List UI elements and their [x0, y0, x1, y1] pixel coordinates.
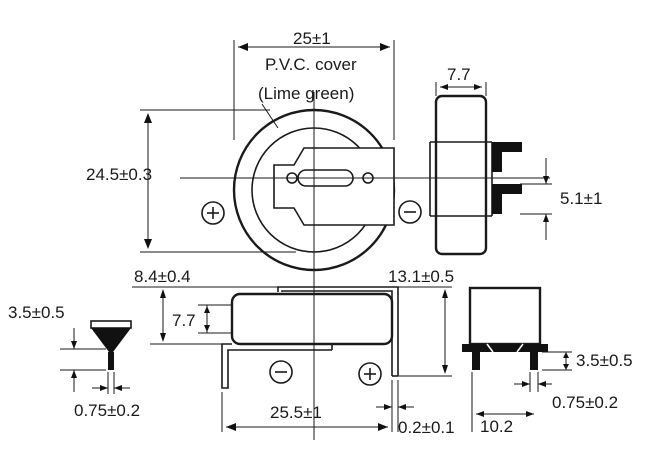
pin-detail: 3.5±0.5 0.75±0.2 [8, 303, 140, 420]
dim-end-pin-height: 3.5±0.5 [576, 351, 633, 370]
dim-end-width: 10.2 [480, 417, 513, 436]
top-view: 25±1 P.V.C. cover (Lime green) 24.5±0.3 [86, 29, 550, 440]
dim-gap: 0.2±0.1 [398, 418, 455, 437]
dim-base-width: 25.5±1 [270, 403, 322, 422]
end-view: 3.5±0.5 0.75±0.2 10.2 [462, 286, 633, 436]
dim-inner-height: 7.7 [172, 311, 196, 330]
dim-offset-top: 8.4±0.4 [134, 267, 191, 286]
dim-side-lead: 5.1±1 [560, 189, 602, 208]
negative-terminal-icon [269, 360, 293, 384]
cover-label: P.V.C. cover [265, 55, 357, 74]
cover-color-label: (Lime green) [258, 84, 354, 103]
dim-pin-width: 0.75±0.2 [74, 401, 140, 420]
dim-height-main: 24.5±0.3 [86, 165, 152, 184]
negative-terminal-icon [398, 200, 422, 224]
front-view: 8.4±0.4 7.7 13.1±0.5 25.5±1 0.2±0.1 [132, 267, 455, 437]
dim-pin-height: 3.5±0.5 [8, 303, 65, 322]
dim-width-top: 25±1 [293, 29, 331, 48]
positive-terminal-icon [358, 362, 382, 386]
dim-side-depth: 7.7 [447, 65, 471, 84]
dim-end-pin-width: 0.75±0.2 [552, 393, 618, 412]
side-view: 7.7 5.1±1 [429, 65, 602, 256]
dim-lead-span: 13.1±0.5 [388, 267, 454, 286]
positive-terminal-icon [201, 201, 225, 225]
